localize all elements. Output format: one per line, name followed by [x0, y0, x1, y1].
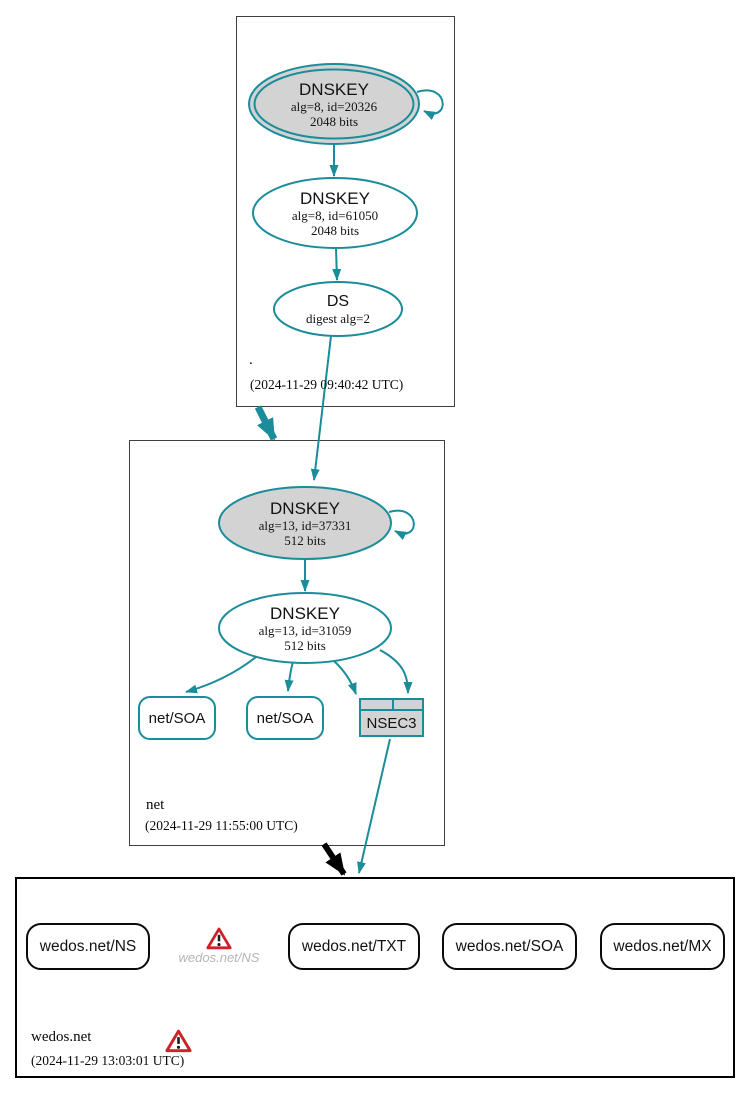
- root-ksk-detail1: alg=8, id=20326: [290, 98, 378, 114]
- warning-icon[interactable]: [206, 926, 232, 951]
- nsec3-header-cell-1: [361, 700, 394, 709]
- zone-box-root: [236, 16, 455, 407]
- net-nsec3-node[interactable]: NSEC3: [359, 698, 424, 737]
- nsec3-label: NSEC3: [366, 715, 417, 732]
- wedos-ns-node[interactable]: wedos.net/NS: [26, 923, 150, 970]
- wedos-zone-timestamp: (2024-11-29 13:03:01 UTC): [31, 1053, 185, 1068]
- root-ksk-title: DNSKEY: [299, 79, 369, 99]
- nsec3-header-row: [361, 700, 422, 711]
- root-zsk-detail1: alg=8, id=61050: [291, 207, 379, 223]
- net-zsk-detail1: alg=13, id=31059: [258, 622, 352, 638]
- root-zsk-label: DNSKEY alg=8, id=61050 2048 bits: [253, 182, 417, 244]
- net-zsk-label: DNSKEY alg=13, id=31059 512 bits: [219, 596, 391, 660]
- root-ds-detail1: digest alg=2: [305, 311, 371, 326]
- net-soa-node-1[interactable]: net/SOA: [138, 696, 216, 740]
- root-to-net-delegation-arrow: [254, 405, 278, 441]
- warning-icon[interactable]: [165, 1028, 192, 1054]
- zone-box-wedos-net: [15, 877, 735, 1078]
- root-zone-name: .: [249, 352, 253, 368]
- wedos-txt-node[interactable]: wedos.net/TXT: [288, 923, 420, 970]
- wedos-mx-node[interactable]: wedos.net/MX: [600, 923, 725, 970]
- net-ksk-detail1: alg=13, id=37331: [258, 517, 352, 533]
- root-zone-timestamp: (2024-11-29 09:40:42 UTC): [250, 377, 404, 392]
- net-ksk-title: DNSKEY: [270, 498, 340, 518]
- net-zone-timestamp: (2024-11-29 11:55:00 UTC): [145, 818, 298, 833]
- wedos-soa-node[interactable]: wedos.net/SOA: [442, 923, 577, 970]
- wedos-ns-warning-label: wedos.net/NS: [178, 950, 260, 965]
- net-zone-name: net: [146, 797, 165, 813]
- net-ksk-detail2: 512 bits: [284, 532, 326, 548]
- wedos-zone-name: wedos.net: [31, 1029, 92, 1045]
- net-ksk-label: DNSKEY alg=13, id=37331 512 bits: [219, 490, 391, 556]
- nsec3-header-cell-2: [394, 700, 422, 709]
- root-ksk-label: DNSKEY alg=8, id=20326 2048 bits: [249, 68, 419, 140]
- root-zsk-title: DNSKEY: [300, 188, 370, 208]
- root-ds-label: DS digest alg=2: [274, 287, 402, 331]
- net-zsk-detail2: 512 bits: [284, 637, 326, 653]
- net-soa-node-2[interactable]: net/SOA: [246, 696, 324, 740]
- root-zsk-detail2: 2048 bits: [310, 222, 360, 238]
- root-ds-title: DS: [326, 293, 350, 310]
- net-to-wedos-delegation-arrow: [321, 842, 347, 876]
- root-ksk-detail2: 2048 bits: [309, 113, 359, 129]
- zone-box-net: [129, 440, 445, 846]
- net-zsk-title: DNSKEY: [270, 603, 340, 623]
